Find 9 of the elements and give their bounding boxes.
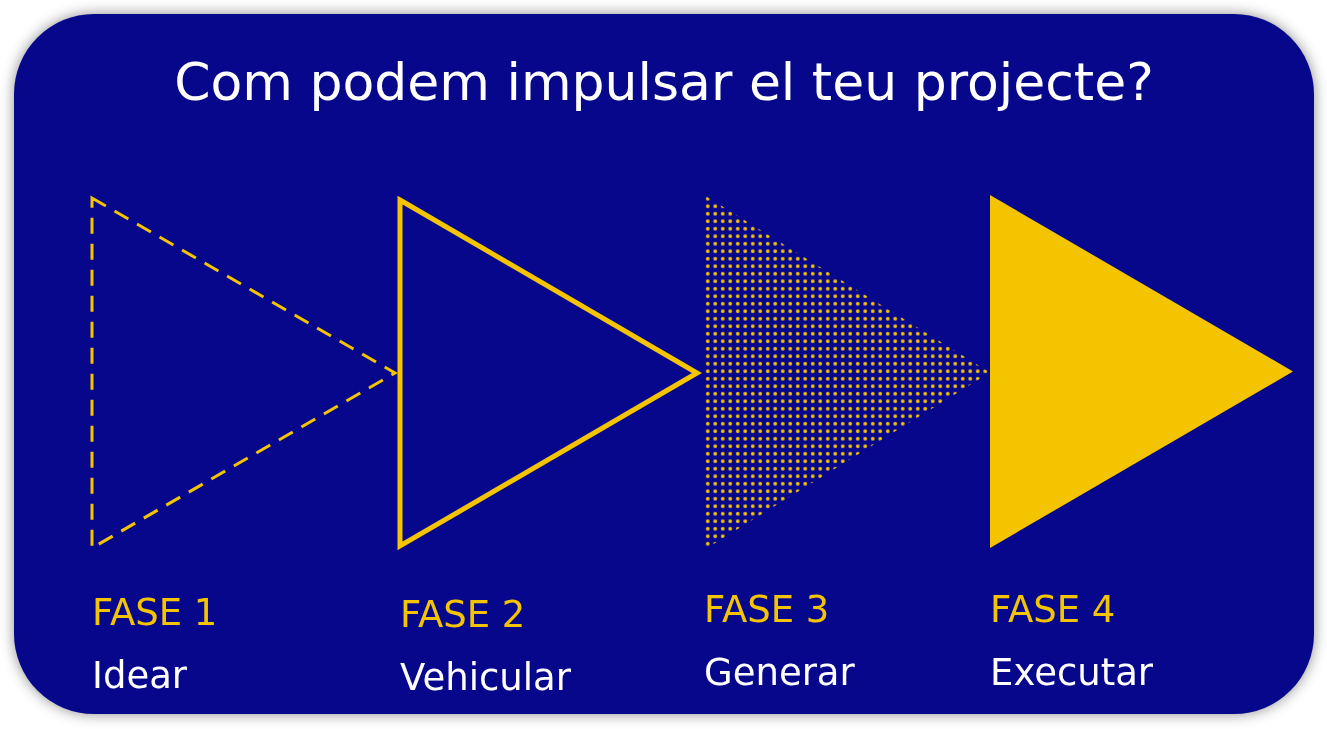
phase-label: FASE 3	[704, 590, 830, 631]
phase-label: FASE 2	[400, 595, 526, 636]
phase-name: Executar	[990, 653, 1154, 694]
phase-name: Vehicular	[400, 658, 571, 699]
phase-name: Idear	[92, 656, 188, 697]
phase-name: Generar	[704, 653, 855, 694]
phase-label: FASE 4	[990, 590, 1116, 631]
title: Com podem impulsar el teu projecte?	[173, 52, 1155, 112]
phase-label: FASE 1	[92, 593, 218, 634]
